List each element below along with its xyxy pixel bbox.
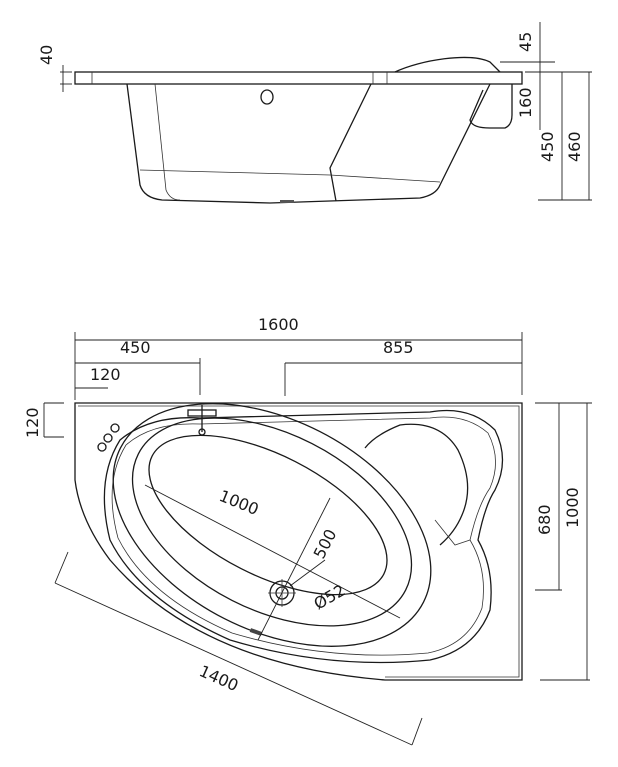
dim-rim-width: 120 <box>23 407 42 438</box>
dim-inner-depth: 450 <box>538 131 557 162</box>
control-knob <box>103 433 113 443</box>
dim-total-height: 460 <box>565 131 584 162</box>
outer-rim <box>103 409 504 664</box>
headrest <box>394 56 501 73</box>
tap-fitting <box>187 405 217 436</box>
dim-tap-offset: 450 <box>120 338 151 357</box>
dim-basin-length: 1000 <box>217 486 262 519</box>
dim-tap-edge-offset: 120 <box>90 365 121 384</box>
dim-seat-length: 855 <box>383 338 414 357</box>
top-outline <box>74 402 523 681</box>
overflow-hole <box>260 89 274 105</box>
dim-basin-width: 500 <box>310 526 341 562</box>
side-rim <box>74 71 523 85</box>
top-view: 1000 500 Ø52 1600 450 855 120 120 680 10… <box>23 315 592 746</box>
dim-diagonal-length: 1400 <box>196 661 241 695</box>
control-knob <box>110 423 120 433</box>
dim-headrest-height: 45 <box>516 32 535 52</box>
dim-rim-thickness: 40 <box>37 45 56 65</box>
control-knob <box>97 442 107 452</box>
side-view: 40 45 160 450 460 <box>37 22 592 204</box>
dim-side-depth: 160 <box>516 87 535 118</box>
tub-body <box>126 83 491 204</box>
dim-total-width: 1000 <box>563 487 582 528</box>
dim-drain-diameter: Ø52 <box>311 581 349 614</box>
dim-short-side: 680 <box>535 504 554 535</box>
inner-rim <box>112 403 432 647</box>
seat-recess <box>364 423 469 546</box>
basin-floor <box>148 434 388 596</box>
dim-total-length: 1600 <box>258 315 299 334</box>
